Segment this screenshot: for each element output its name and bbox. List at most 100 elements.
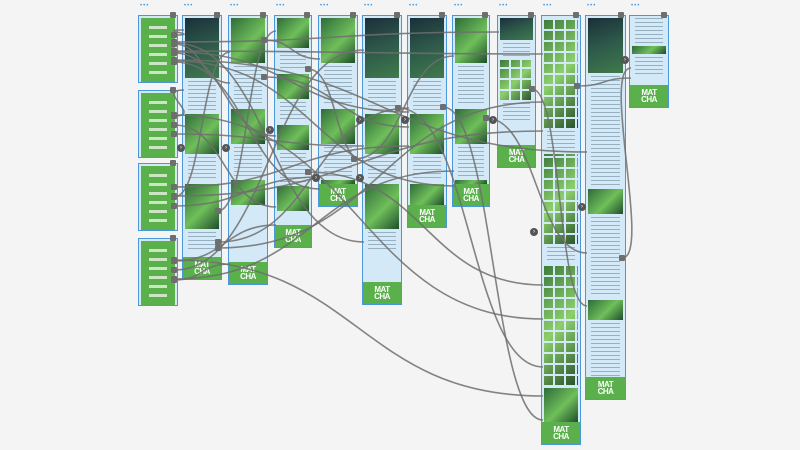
- menu-item[interactable]: [149, 249, 167, 252]
- link-origin-dot[interactable]: [305, 66, 311, 72]
- link-origin-dot[interactable]: [440, 104, 446, 110]
- menu-item[interactable]: [149, 210, 167, 213]
- prototype-link[interactable]: [442, 106, 544, 421]
- prototype-link[interactable]: [173, 51, 410, 113]
- menu-item[interactable]: [149, 294, 167, 297]
- menu-item[interactable]: [149, 62, 167, 65]
- link-arrow-icon[interactable]: ›: [489, 116, 497, 124]
- link-origin-dot[interactable]: [171, 276, 177, 282]
- link-handle[interactable]: [618, 12, 624, 18]
- prototype-link[interactable]: [173, 130, 544, 197]
- prototype-link[interactable]: [173, 60, 455, 187]
- link-origin-dot[interactable]: [171, 131, 177, 137]
- link-origin-dot[interactable]: [351, 156, 357, 162]
- menu-item[interactable]: [149, 53, 167, 56]
- prototype-link[interactable]: [217, 101, 544, 249]
- prototype-link[interactable]: [173, 114, 544, 320]
- frame-label[interactable]: •••: [499, 3, 509, 9]
- link-origin-dot[interactable]: [215, 245, 221, 251]
- link-arrow-icon[interactable]: ›: [177, 144, 185, 152]
- menu-item[interactable]: [149, 258, 167, 261]
- prototype-link[interactable]: [173, 59, 588, 153]
- link-origin-dot[interactable]: [215, 239, 221, 245]
- prototype-link[interactable]: [173, 29, 185, 36]
- link-origin-dot[interactable]: [529, 86, 535, 92]
- frame-label[interactable]: •••: [276, 3, 286, 9]
- prototype-link[interactable]: [173, 133, 365, 147]
- link-origin-dot[interactable]: [171, 32, 177, 38]
- frame-label[interactable]: •••: [230, 3, 240, 9]
- link-arrow-icon[interactable]: ›: [266, 126, 274, 134]
- prototype-link[interactable]: [173, 145, 410, 188]
- prototype-link[interactable]: [576, 77, 632, 87]
- menu-item[interactable]: [149, 183, 167, 186]
- link-origin-dot[interactable]: [171, 203, 177, 209]
- link-handle[interactable]: [170, 87, 176, 93]
- frame-label[interactable]: •••: [454, 3, 464, 9]
- link-origin-dot[interactable]: [171, 112, 177, 118]
- link-handle[interactable]: [170, 12, 176, 18]
- frame-label[interactable]: •••: [184, 3, 194, 9]
- menu-item[interactable]: [149, 201, 167, 204]
- menu-item[interactable]: [149, 174, 167, 177]
- link-arrow-icon[interactable]: ›: [621, 56, 629, 64]
- prototype-link[interactable]: [485, 117, 588, 254]
- frame-label[interactable]: •••: [140, 3, 150, 9]
- link-origin-dot[interactable]: [619, 255, 625, 261]
- link-handle[interactable]: [482, 12, 488, 18]
- link-arrow-icon[interactable]: ›: [356, 116, 364, 124]
- link-arrow-icon[interactable]: ›: [578, 203, 586, 211]
- prototype-link[interactable]: [263, 76, 410, 128]
- link-handle[interactable]: [439, 12, 445, 18]
- frame-label[interactable]: •••: [587, 3, 597, 9]
- screen-frame-f0d[interactable]: [138, 238, 178, 306]
- menu-item[interactable]: [149, 35, 167, 38]
- menu-item[interactable]: [149, 137, 167, 140]
- prototype-link[interactable]: [307, 68, 365, 162]
- prototype-link[interactable]: [173, 259, 544, 397]
- frame-label[interactable]: •••: [631, 3, 641, 9]
- prototype-link[interactable]: [173, 31, 500, 43]
- menu-item[interactable]: [149, 146, 167, 149]
- prototype-link[interactable]: [173, 42, 365, 243]
- link-handle[interactable]: [214, 12, 220, 18]
- prototype-link[interactable]: [397, 107, 544, 368]
- screen-frame-f0c[interactable]: [138, 163, 178, 231]
- link-origin-dot[interactable]: [261, 37, 267, 43]
- prototype-link[interactable]: [620, 67, 633, 259]
- link-handle[interactable]: [573, 12, 579, 18]
- link-origin-dot[interactable]: [171, 267, 177, 273]
- link-origin-dot[interactable]: [171, 257, 177, 263]
- prototype-link[interactable]: [173, 51, 231, 198]
- link-origin-dot[interactable]: [574, 83, 580, 89]
- prototype-link[interactable]: [173, 50, 544, 55]
- menu-item[interactable]: [149, 219, 167, 222]
- link-origin-dot[interactable]: [171, 193, 177, 199]
- link-arrow-icon[interactable]: ›: [222, 144, 230, 152]
- link-handle[interactable]: [170, 235, 176, 241]
- prototype-link[interactable]: [173, 52, 277, 137]
- link-origin-dot[interactable]: [305, 169, 311, 175]
- link-handle[interactable]: [394, 12, 400, 18]
- prototype-link[interactable]: [173, 49, 365, 271]
- menu-item[interactable]: [149, 276, 167, 279]
- link-arrow-icon[interactable]: ›: [312, 174, 320, 182]
- frame-label[interactable]: •••: [320, 3, 330, 9]
- link-handle[interactable]: [528, 12, 534, 18]
- menu-item[interactable]: [149, 26, 167, 29]
- link-arrow-icon[interactable]: ›: [401, 116, 409, 124]
- link-arrow-icon[interactable]: ›: [356, 174, 364, 182]
- link-origin-dot[interactable]: [215, 208, 221, 214]
- link-handle[interactable]: [350, 12, 356, 18]
- menu-item[interactable]: [149, 101, 167, 104]
- menu-item[interactable]: [149, 267, 167, 270]
- frame-label[interactable]: •••: [364, 3, 374, 9]
- link-origin-dot[interactable]: [171, 57, 177, 63]
- link-handle[interactable]: [170, 160, 176, 166]
